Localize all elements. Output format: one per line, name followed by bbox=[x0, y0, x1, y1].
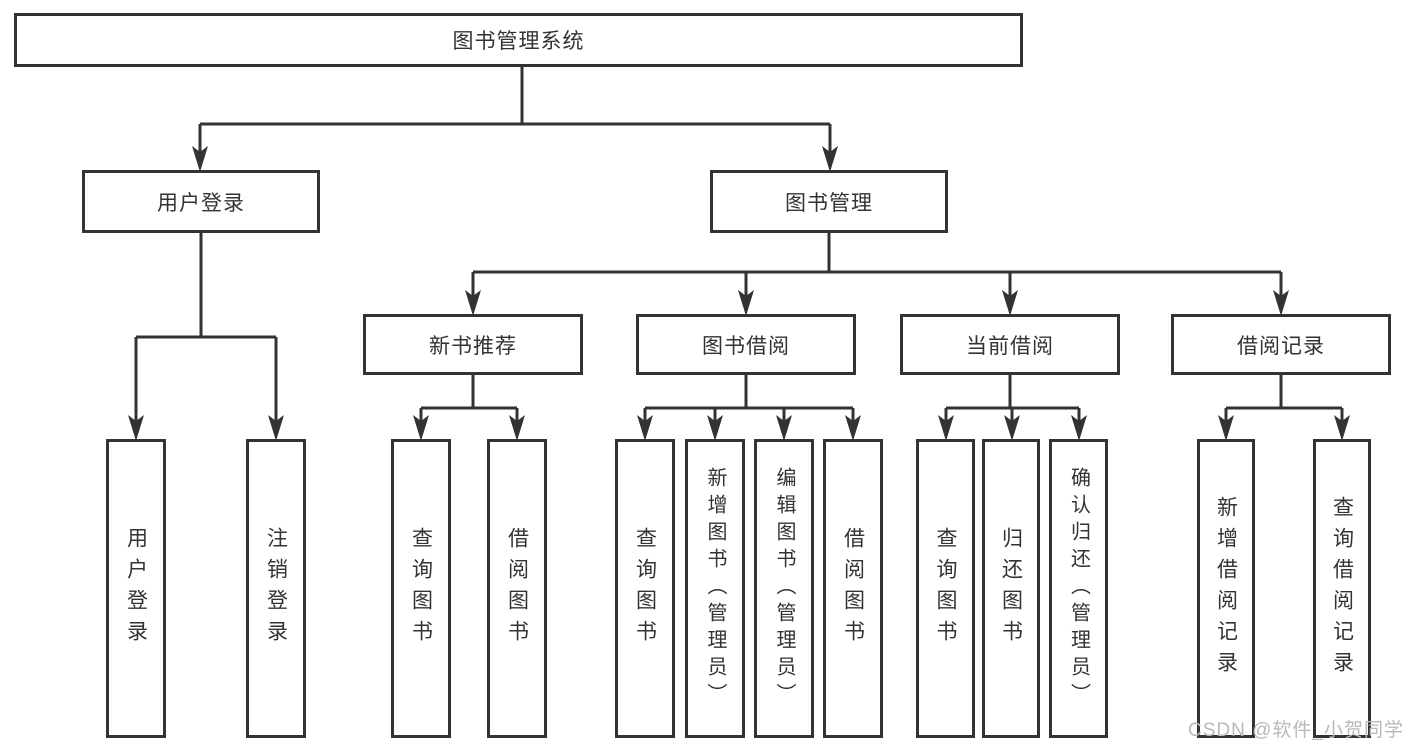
node-borrowing-records: 借阅记录 bbox=[1171, 314, 1391, 375]
connector-current-borrow-to-leaves bbox=[938, 375, 1087, 441]
connector-user-login-to-leaves bbox=[128, 233, 284, 441]
leaf-borrow-books-recommend: 借阅图书 bbox=[487, 439, 547, 738]
leaf-edit-books-admin-label: 编辑图书（管理员） bbox=[773, 467, 795, 710]
node-root-system: 图书管理系统 bbox=[14, 13, 1023, 67]
leaf-query-books-recommend-label: 查询图书 bbox=[409, 526, 433, 651]
leaf-borrow-books-borrowing: 借阅图书 bbox=[823, 439, 883, 738]
leaf-confirm-return-admin: 确认归还（管理员） bbox=[1049, 439, 1108, 738]
leaf-query-books-current-label: 查询图书 bbox=[934, 526, 957, 651]
leaf-return-books: 归还图书 bbox=[982, 439, 1040, 738]
node-root-system-label: 图书管理系统 bbox=[452, 30, 585, 53]
leaf-user-login-label: 用户登录 bbox=[124, 526, 148, 651]
node-borrowing-records-label: 借阅记录 bbox=[1237, 334, 1325, 358]
leaf-borrow-books-borrowing-label: 借阅图书 bbox=[841, 526, 865, 651]
leaf-confirm-return-admin-label: 确认归还（管理员） bbox=[1067, 467, 1090, 710]
node-current-borrowing-label: 当前借阅 bbox=[966, 334, 1054, 358]
node-book-management: 图书管理 bbox=[710, 170, 948, 233]
leaf-logout-label: 注销登录 bbox=[264, 526, 288, 651]
leaf-return-books-label: 归还图书 bbox=[999, 526, 1023, 651]
leaf-add-borrow-record: 新增借阅记录 bbox=[1197, 439, 1255, 738]
node-book-borrowing: 图书借阅 bbox=[636, 314, 856, 375]
leaf-borrow-books-recommend-label: 借阅图书 bbox=[505, 526, 529, 651]
connector-book-mgmt-to-level3 bbox=[465, 233, 1289, 316]
node-user-login-label: 用户登录 bbox=[157, 191, 245, 215]
node-book-management-label: 图书管理 bbox=[785, 191, 873, 215]
connector-root-to-level2 bbox=[192, 67, 838, 172]
leaf-logout: 注销登录 bbox=[246, 439, 306, 738]
node-book-borrowing-label: 图书借阅 bbox=[702, 334, 790, 358]
leaf-query-books-borrowing: 查询图书 bbox=[615, 439, 675, 738]
leaf-query-books-borrowing-label: 查询图书 bbox=[633, 526, 657, 651]
connector-book-borrow-to-leaves bbox=[637, 375, 861, 441]
node-current-borrowing: 当前借阅 bbox=[900, 314, 1120, 375]
leaf-user-login: 用户登录 bbox=[106, 439, 166, 738]
leaf-query-borrow-record: 查询借阅记录 bbox=[1313, 439, 1371, 738]
connector-borrow-records-to-leaves bbox=[1218, 375, 1350, 441]
leaf-query-books-recommend: 查询图书 bbox=[391, 439, 451, 738]
connector-new-book-rec-to-leaves bbox=[413, 375, 525, 441]
leaf-query-books-current: 查询图书 bbox=[916, 439, 975, 738]
leaf-edit-books-admin: 编辑图书（管理员） bbox=[754, 439, 814, 738]
node-new-book-recommend-label: 新书推荐 bbox=[429, 334, 517, 358]
node-user-login: 用户登录 bbox=[82, 170, 320, 233]
leaf-query-borrow-record-label: 查询借阅记录 bbox=[1330, 495, 1354, 682]
leaf-add-books-admin-label: 新增图书（管理员） bbox=[704, 467, 726, 710]
node-new-book-recommend: 新书推荐 bbox=[363, 314, 583, 375]
leaf-add-books-admin: 新增图书（管理员） bbox=[685, 439, 745, 738]
csdn-watermark: CSDN @软件_小贺同学 bbox=[1188, 720, 1404, 741]
leaf-add-borrow-record-label: 新增借阅记录 bbox=[1214, 495, 1238, 682]
